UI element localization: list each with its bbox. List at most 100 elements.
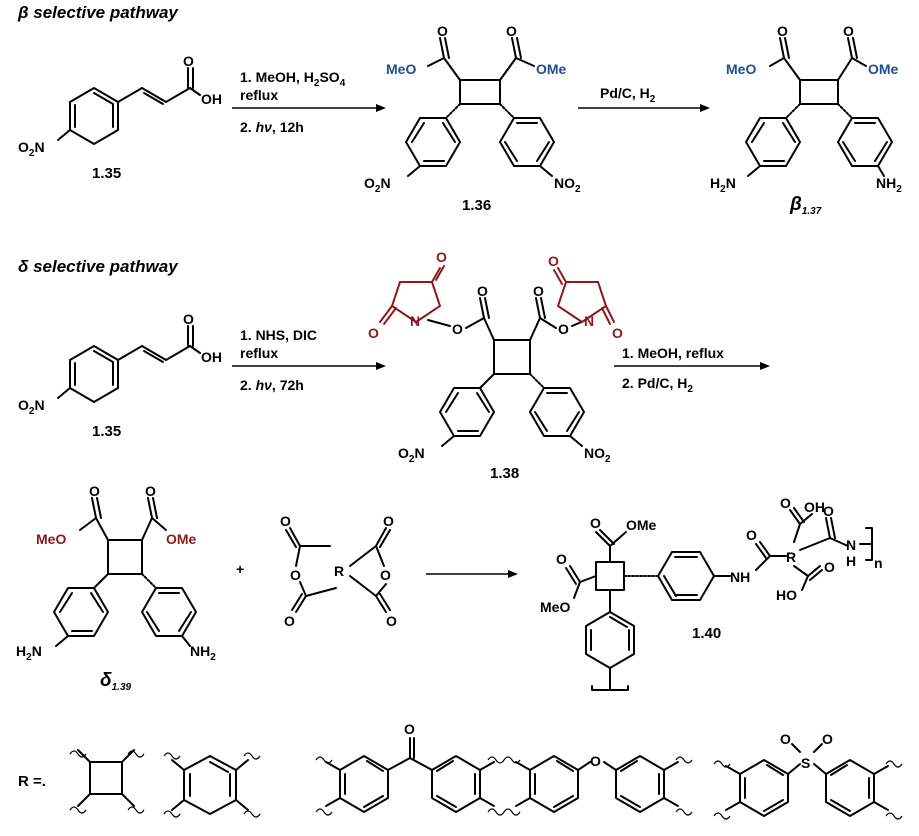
atom-o: O <box>823 503 834 519</box>
atom-o: O <box>183 311 194 327</box>
atom-o: O <box>590 515 601 531</box>
atom-oh: OH <box>804 499 825 515</box>
atom-r: R <box>786 549 796 565</box>
condition-step2: Pd/C, H2 <box>600 85 656 105</box>
atom-o: O <box>89 483 100 499</box>
r-group-diphenyl-ether: O <box>503 753 693 816</box>
condition-step4-line1: 1. MeOH, reflux <box>622 345 724 361</box>
reaction-arrow-4: 1. MeOH, reflux 2. Pd/C, H2 <box>614 345 770 395</box>
atom-nh2: NH2 <box>190 643 216 663</box>
condition-step1-line2: reflux <box>240 87 278 103</box>
atom-meo: MeO <box>540 599 570 615</box>
condition-step3-line3: 2. hν, 72h <box>240 377 304 393</box>
atom-o: O <box>843 23 854 39</box>
atom-o: O <box>548 253 559 269</box>
atom-o: O <box>437 23 448 39</box>
atom-no2: NO2 <box>554 175 581 195</box>
atom-meo: MeO <box>386 61 416 77</box>
atom-o: O <box>824 559 835 575</box>
atom-o: O <box>590 753 601 769</box>
condition-step1-line1: 1. MeOH, H2SO4 <box>240 69 346 89</box>
condition-step1-line3: 2. hν, 12h <box>240 119 304 135</box>
compound-1-36: O MeO O OMe O2N NO2 1.36 <box>364 23 581 214</box>
atom-o2n: O2N <box>18 397 45 417</box>
atom-o: O <box>404 721 415 737</box>
atom-n: N <box>410 313 420 329</box>
reaction-arrow-1: 1. MeOH, H2SO4 reflux 2. hν, 12h <box>232 69 386 135</box>
atom-no2: NO2 <box>584 445 611 465</box>
condition-step4-line2: 2. Pd/C, H2 <box>622 375 693 395</box>
atom-ome: OMe <box>166 531 197 547</box>
atom-o: O <box>280 513 291 529</box>
plus-sign: + <box>236 561 244 577</box>
atom-h: H <box>846 553 856 569</box>
atom-o: O <box>284 613 295 629</box>
atom-meo: MeO <box>36 531 66 547</box>
atom-r: R <box>334 563 344 579</box>
atom-o: O <box>746 527 757 543</box>
delta-pathway-title: δ selective pathway <box>18 257 179 276</box>
atom-nh2: NH2 <box>876 175 902 195</box>
atom-o2n: O2N <box>398 445 425 465</box>
atom-o: O <box>558 321 569 337</box>
atom-n: N <box>584 313 594 329</box>
atom-oh: OH <box>201 349 222 365</box>
atom-h2n: H2N <box>16 643 42 663</box>
atom-o: O <box>822 731 833 747</box>
atom-o: O <box>290 567 301 583</box>
atom-meo: MeO <box>726 61 756 77</box>
atom-o: O <box>383 513 394 529</box>
compound-label-1-40: 1.40 <box>692 625 721 642</box>
compound-delta-1-39: O MeO O OMe H2N NH2 δ1.39 <box>16 483 216 693</box>
atom-o2n: O2N <box>364 175 391 195</box>
atom-o: O <box>777 23 788 39</box>
atom-ome: OMe <box>536 61 567 77</box>
atom-n: N <box>846 537 856 553</box>
r-group-diphenyl-sulfone: S O O <box>713 731 903 820</box>
atom-o: O <box>145 483 156 499</box>
repeat-unit-n: n <box>874 555 883 571</box>
atom-ho: HO <box>776 587 797 603</box>
compound-1-35-top: O OH O2N 1.35 <box>18 53 222 182</box>
atom-ome: OMe <box>868 61 899 77</box>
atom-o2n: O2N <box>18 139 45 159</box>
atom-o: O <box>612 325 623 341</box>
atom-o: O <box>533 283 544 299</box>
compound-label-1-35: 1.35 <box>92 165 121 182</box>
compound-label-delta-1-39: δ1.39 <box>100 670 132 693</box>
compound-label-1-36: 1.36 <box>462 197 491 214</box>
compound-beta-1-37: O MeO O OMe H2N NH2 β1.37 <box>710 23 902 217</box>
condition-step3-line2: reflux <box>240 345 278 361</box>
reaction-arrow-5 <box>426 570 518 578</box>
atom-o: O <box>380 567 391 583</box>
atom-s: S <box>801 755 810 771</box>
atom-o: O <box>386 613 397 629</box>
atom-o: O <box>436 249 447 265</box>
compound-1-38: O O N O O O O O O N O2N <box>368 249 623 482</box>
r-group-cyclobutane <box>69 749 145 814</box>
compound-label-1-35: 1.35 <box>92 423 121 440</box>
atom-nh: NH <box>730 569 750 585</box>
reaction-arrow-3: 1. NHS, DIC reflux 2. hν, 72h <box>232 327 386 393</box>
atom-o: O <box>452 321 463 337</box>
compound-1-35-middle: O OH O2N 1.35 <box>18 311 222 440</box>
atom-h2n: H2N <box>710 175 736 195</box>
atom-o: O <box>477 283 488 299</box>
condition-step3-line1: 1. NHS, DIC <box>240 327 317 343</box>
atom-o: O <box>183 53 194 69</box>
atom-o: O <box>506 23 517 39</box>
r-group-benzophenone: O <box>315 721 505 816</box>
dianhydride-generic: O O O R O O O <box>280 513 397 629</box>
atom-o: O <box>780 731 791 747</box>
polymer-1-40: O OMe O MeO NH O R O OH O N H <box>540 495 883 691</box>
compound-label-beta-1-37: β1.37 <box>789 194 822 217</box>
reaction-arrow-2: Pd/C, H2 <box>578 85 710 112</box>
r-group-label: R =. <box>18 773 46 790</box>
atom-o: O <box>368 325 379 341</box>
atom-o: O <box>556 551 567 567</box>
r-group-benzene-tetrayl <box>163 752 261 818</box>
beta-pathway-title: β selective pathway <box>17 3 179 22</box>
atom-ome: OMe <box>626 517 657 533</box>
compound-label-1-38: 1.38 <box>490 465 519 482</box>
